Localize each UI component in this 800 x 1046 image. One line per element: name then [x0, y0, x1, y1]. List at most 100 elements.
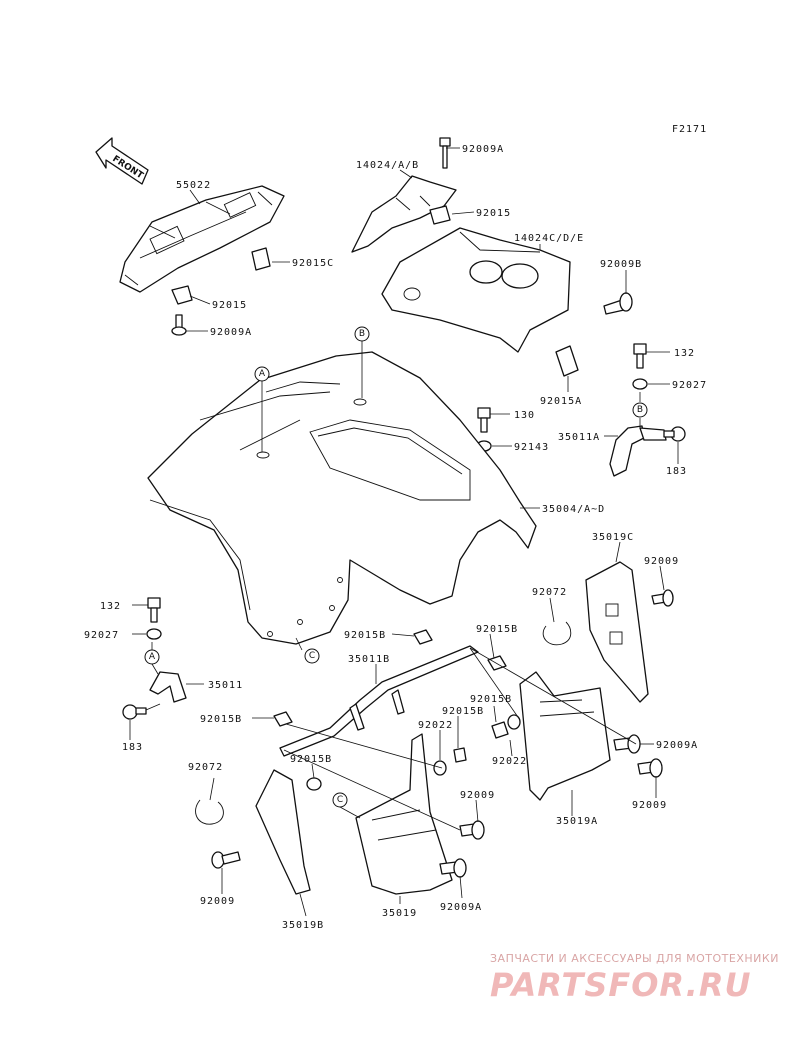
part-35011-bracket	[149, 671, 187, 703]
label-35011b: 35011B	[348, 654, 390, 665]
part-14024cde-cover	[381, 227, 571, 353]
part-92015b-nut-e	[491, 721, 509, 739]
label-92009-d: 92009	[200, 896, 235, 907]
label-92015b-a: 92015B	[344, 630, 386, 641]
ref-mark-b-right: B	[632, 402, 648, 418]
svg-text:B: B	[359, 329, 365, 339]
part-92027-washer-a	[632, 378, 648, 390]
label-92143: 92143	[514, 442, 549, 453]
svg-text:C: C	[309, 651, 315, 661]
part-92009-screw-c	[459, 820, 485, 840]
part-130-bolt	[477, 407, 491, 433]
part-35011a-bracket	[609, 425, 667, 477]
ref-mark-a-top: A	[254, 366, 270, 382]
label-55022: 55022	[176, 180, 211, 191]
part-35011b-bracket	[279, 645, 479, 757]
part-92072-clamp-a	[542, 621, 572, 646]
part-labels: 55022 92015C 92015 92009A 92009A 14024/A…	[84, 144, 707, 931]
label-92027-b: 92027	[84, 630, 119, 641]
part-92022-washer-b	[507, 714, 521, 730]
part-35019-mudflap	[355, 733, 453, 895]
label-92009-c: 92009	[460, 790, 495, 801]
label-92009a-a: 92009A	[210, 327, 252, 338]
label-92015b-e: 92015B	[470, 694, 512, 705]
label-183-b: 183	[122, 742, 143, 753]
label-92015b-b: 92015B	[476, 624, 518, 635]
watermark-logo: PARTSFOR.RU	[490, 966, 751, 1004]
label-92009b: 92009B	[600, 259, 642, 270]
svg-text:A: A	[259, 369, 266, 379]
part-92072-clamp-b	[195, 799, 224, 825]
part-132-bolt-b	[147, 597, 161, 623]
label-92015-b: 92015	[476, 208, 511, 219]
label-92009-b: 92009	[632, 800, 667, 811]
part-132-bolt-a	[633, 343, 647, 369]
part-92015b-nut-a	[413, 629, 433, 645]
label-130: 130	[514, 410, 535, 421]
label-92015a: 92015A	[540, 396, 582, 407]
label-35019c: 35019C	[592, 532, 634, 543]
label-35004: 35004/A~D	[542, 504, 605, 515]
part-92009-screw-b	[637, 758, 663, 778]
part-92015b-nut-b	[487, 655, 507, 671]
ref-mark-c-bottom: C	[332, 792, 348, 808]
front-arrow-icon: FRONT	[95, 137, 149, 185]
label-35019b: 35019B	[282, 920, 324, 931]
part-35019b-mudflap	[255, 769, 311, 895]
part-92015b-nut-d	[453, 747, 467, 763]
label-92015b-c: 92015B	[200, 714, 242, 725]
part-92015-clip-a	[171, 285, 193, 305]
label-35011: 35011	[208, 680, 243, 691]
label-92009a-b: 92009A	[462, 144, 504, 155]
part-92009a-screw-d	[439, 858, 467, 878]
part-14024ab-cover	[351, 175, 457, 253]
label-92022-a: 92022	[418, 720, 453, 731]
leader-lines	[129, 147, 679, 917]
svg-text:C: C	[337, 795, 343, 805]
part-92027-washer-b	[146, 628, 162, 640]
part-55022-drawing	[119, 185, 285, 293]
ref-mark-a-left: A	[144, 649, 160, 665]
watermark-tagline: ЗАПЧАСТИ И АКСЕССУАРЫ ДЛЯ МОТОТЕХНИКИ	[490, 952, 779, 965]
label-92009a-c: 92009A	[656, 740, 698, 751]
figure-code: F2171	[672, 124, 707, 135]
part-92015-clip-b	[429, 205, 451, 225]
svg-text:A: A	[149, 652, 156, 662]
label-132-b: 132	[100, 601, 121, 612]
part-183-bolt-a	[663, 426, 686, 442]
part-92009a-screw-c	[613, 734, 641, 754]
part-92009-screw-d	[211, 851, 241, 869]
label-132-a: 132	[674, 348, 695, 359]
svg-text:B: B	[637, 405, 643, 415]
label-35019a: 35019A	[556, 816, 598, 827]
part-35019c-mudflap	[585, 561, 649, 703]
part-92015b-nut-c	[273, 711, 293, 727]
part-92009-screw-a	[651, 589, 674, 607]
label-35011a: 35011A	[558, 432, 600, 443]
ref-mark-c-top: C	[304, 648, 320, 664]
label-92022-b: 92022	[492, 756, 527, 767]
part-92009a-screw-b	[439, 137, 451, 169]
label-92072-b: 92072	[188, 762, 223, 773]
part-92009a-screw-a	[171, 314, 187, 336]
part-35004-rear-fender	[147, 351, 537, 645]
part-92015a-clip	[555, 345, 579, 377]
label-14024cde: 14024C/D/E	[514, 233, 584, 244]
label-92015b-f: 92015B	[290, 754, 332, 765]
watermark: ЗАПЧАСТИ И АКСЕССУАРЫ ДЛЯ МОТОТЕХНИКИ PA…	[490, 952, 779, 1004]
label-92072-a: 92072	[532, 587, 567, 598]
label-92015-a: 92015	[212, 300, 247, 311]
part-92009b-screw	[603, 292, 633, 315]
label-14024ab: 14024/A/B	[356, 160, 419, 171]
label-92015b-d: 92015B	[442, 706, 484, 717]
label-183-a: 183	[666, 466, 687, 477]
part-35019a-mudflap	[519, 671, 611, 801]
label-92009a-d: 92009A	[440, 902, 482, 913]
label-92027-a: 92027	[672, 380, 707, 391]
part-183-bolt-b	[122, 704, 147, 720]
part-92022-washer-a	[433, 760, 447, 776]
part-92015b-nut-f	[306, 777, 322, 791]
part-92015c-clip	[251, 247, 271, 271]
